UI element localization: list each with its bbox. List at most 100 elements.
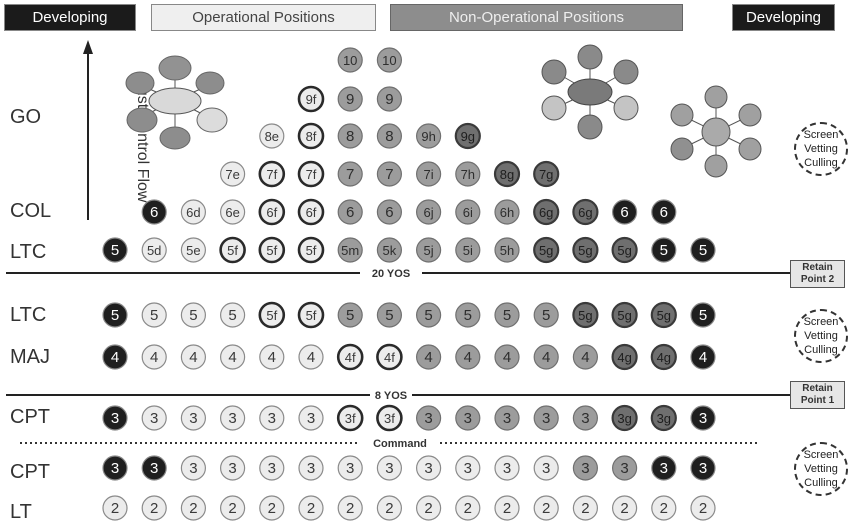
grade-badge-ltc: 5: [464, 307, 472, 324]
grade-badge-cpt2: 3: [503, 460, 511, 477]
grade-badge-cpt1: 3: [228, 410, 236, 427]
grade-badge-lt: 2: [620, 500, 628, 517]
grade-badge-cpt1: 3: [699, 410, 707, 427]
grade-badge-lt: 2: [503, 500, 511, 517]
grade-badge-ltc: 5: [385, 307, 393, 324]
cycle-vetting-label: Vetting: [790, 329, 852, 343]
grade-badge-r7: 7f: [306, 167, 317, 182]
label-command: Command: [373, 438, 427, 450]
grade-badge-r5: 5g: [617, 243, 631, 258]
grade-badge-r5: 5f: [227, 243, 238, 258]
grade-badge-r5: 5j: [424, 243, 434, 258]
grade-badge-cpt1: 3: [111, 410, 119, 427]
cycle-culling-label: Culling: [790, 476, 852, 490]
grade-badge-lt: 2: [189, 500, 197, 517]
grade-badge-ltc: 5: [424, 307, 432, 324]
grade-badge-cpt2: 3: [620, 460, 628, 477]
grade-badge-lt: 2: [150, 500, 158, 517]
grade-badge-r7: 7i: [424, 167, 434, 182]
grade-badge-r5: 5d: [147, 243, 161, 258]
grade-badge-r7: 7: [346, 166, 354, 183]
grade-badge-cpt1: 3: [150, 410, 158, 427]
grade-badge-ltc: 5: [150, 307, 158, 324]
grade-badge-r6: 6g: [578, 205, 592, 220]
grade-badge-ltc: 5: [189, 307, 197, 324]
grade-badge-maj: 4g: [657, 350, 671, 365]
grade-badge-maj: 4f: [345, 350, 356, 365]
grade-badge-maj: 4f: [384, 350, 395, 365]
retain-point-1-box: Retain Point 1: [790, 381, 845, 409]
grade-badge-r6: 6: [346, 204, 354, 221]
grade-badge-lt: 2: [268, 500, 276, 517]
grade-badge-r5: 5: [111, 242, 119, 259]
grade-badge-cpt1: 3: [581, 410, 589, 427]
grade-badge-ltc: 5: [503, 307, 511, 324]
grade-badge-cpt1: 3f: [345, 411, 356, 426]
grade-badge-lt: 2: [111, 500, 119, 517]
grade-badge-r8: 8: [346, 128, 354, 145]
grade-badge-lt: 2: [581, 500, 589, 517]
grade-badge-cpt2: 3: [385, 460, 393, 477]
grade-badge-r6: 6: [150, 204, 158, 221]
grade-badge-r5: 5: [699, 242, 707, 259]
grade-badge-cpt2: 3: [111, 460, 119, 477]
grade-badge-r9: 9: [346, 91, 354, 108]
grade-badge-maj: 4: [189, 349, 197, 366]
grade-badge-maj: 4: [581, 349, 589, 366]
grade-badge-ltc: 5f: [306, 308, 317, 323]
grade-badge-r6: 6: [620, 204, 628, 221]
grade-badge-r7: 7g: [539, 167, 553, 182]
grade-badge-lt: 2: [699, 500, 707, 517]
grade-badge-r5: 5f: [266, 243, 277, 258]
grade-badge-cpt2: 3: [307, 460, 315, 477]
grade-badge-r6: 6h: [500, 205, 514, 220]
grade-badge-r8: 8f: [306, 129, 317, 144]
grade-badge-cpt2: 3: [542, 460, 550, 477]
grade-badge-cpt2: 3: [424, 460, 432, 477]
flower-cluster-mid: [542, 45, 638, 139]
grade-badge-cpt1: 3: [307, 410, 315, 427]
grade-badge-r5: 5h: [500, 243, 514, 258]
grade-badge-r6: 6i: [463, 205, 473, 220]
grade-badge-lt: 2: [307, 500, 315, 517]
cycle-screen-label: Screen: [790, 315, 852, 329]
grade-badge-r7: 7f: [266, 167, 277, 182]
grade-badge-lt: 2: [385, 500, 393, 517]
grade-badge-r8: 8: [385, 128, 393, 145]
grade-badge-maj: 4: [268, 349, 276, 366]
grade-badge-r6: 6f: [306, 205, 317, 220]
grade-badge-r10: 10: [343, 53, 357, 68]
grade-badge-cpt2: 3: [228, 460, 236, 477]
grade-badge-r5: 5g: [578, 243, 592, 258]
grade-badge-cpt1: 3f: [384, 411, 395, 426]
grade-badge-cpt1: 3: [268, 410, 276, 427]
arrow-head: [83, 40, 93, 54]
screen-vetting-culling-cycle-bottom: Screen Vetting Culling: [790, 438, 854, 502]
grade-badge-lt: 2: [542, 500, 550, 517]
flower-cluster-right: [671, 86, 761, 177]
grade-badge-r6: 6: [385, 204, 393, 221]
grade-badge-cpt2: 3: [581, 460, 589, 477]
grade-badge-lt: 2: [228, 500, 236, 517]
grade-badge-ltc: 5: [228, 307, 236, 324]
grade-badge-r8: 9g: [461, 129, 475, 144]
grade-badge-r5: 5k: [383, 243, 397, 258]
grade-badge-lt: 2: [660, 500, 668, 517]
grade-badge-r7: 7h: [461, 167, 475, 182]
grade-badge-ltc: 5f: [266, 308, 277, 323]
grade-badge-cpt1: 3g: [617, 411, 631, 426]
screen-vetting-culling-cycle-middle: Screen Vetting Culling: [790, 305, 854, 369]
grade-badge-ltc: 5: [699, 307, 707, 324]
grade-badge-r5: 5i: [463, 243, 473, 258]
grade-badge-r5: 5g: [539, 243, 553, 258]
grade-badge-cpt2: 3: [464, 460, 472, 477]
grade-badge-cpt1: 3: [424, 410, 432, 427]
grade-badge-maj: 4: [542, 349, 550, 366]
grade-badge-lt: 2: [346, 500, 354, 517]
retain-point-2-box: Retain Point 2: [790, 260, 845, 288]
grade-badge-cpt1: 3: [503, 410, 511, 427]
grade-badge-maj: 4: [307, 349, 315, 366]
grade-badge-r5: 5m: [341, 243, 359, 258]
grade-badge-maj: 4: [424, 349, 432, 366]
